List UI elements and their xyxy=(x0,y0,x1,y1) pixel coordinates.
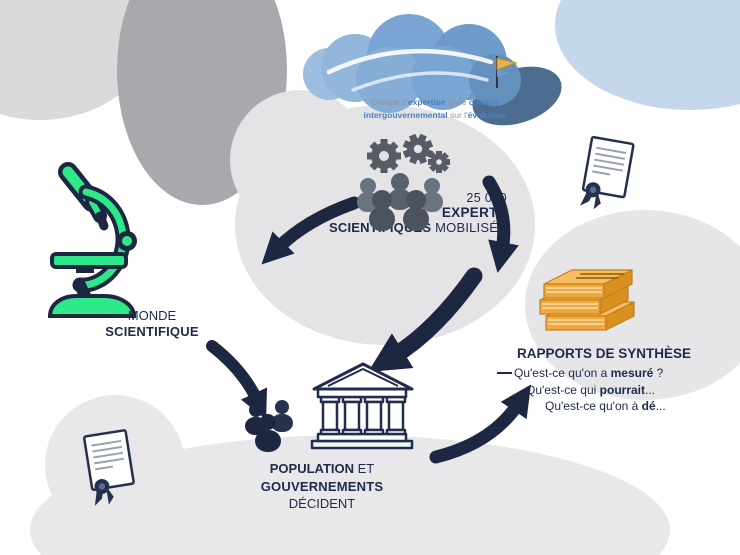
citizens-people-icon xyxy=(245,400,293,452)
text-line: SCIENTIFIQUE xyxy=(105,324,199,339)
text-segment: Groupe d' xyxy=(370,97,408,107)
text-line: DÉCIDENT xyxy=(288,496,356,511)
science-world-label: MONDE SCIENTIFIQUE xyxy=(96,308,208,340)
text-segment: MOBILISÉS xyxy=(431,220,507,235)
text-segment: ... xyxy=(645,382,656,397)
blob-bottom xyxy=(30,435,670,555)
text-segment: et de xyxy=(445,97,469,107)
reports-stack-icon xyxy=(539,269,635,331)
text-segment: sur l' xyxy=(447,110,468,121)
giec-subtitle-line1: Groupe d'expertise et de conseil xyxy=(332,96,537,109)
blob-top-left xyxy=(0,0,155,120)
flags-icon xyxy=(496,56,518,88)
text-segment: Qu'est-ce qu'on à xyxy=(545,399,642,413)
crowd-silhouettes xyxy=(357,173,443,231)
certificate-icon xyxy=(580,135,635,210)
blob-blue-top-right xyxy=(555,0,740,110)
text-line: MONDE xyxy=(127,308,177,323)
arrow-population-to-reports xyxy=(429,384,531,464)
text-line: GOUVERNEMENTS xyxy=(260,478,384,494)
experts-word: EXPERTS xyxy=(441,205,507,220)
certificate-icon xyxy=(82,429,135,506)
blob-center-left xyxy=(230,90,370,230)
government-building-icon xyxy=(310,362,414,450)
text-segment: intergouvernemental xyxy=(363,110,448,121)
text-segment: dé xyxy=(641,399,656,413)
arrow-science-to-population xyxy=(206,340,268,420)
reports-questions: Qu'est-ce qu'on a mesuré ? Qu'est-ce qui… xyxy=(514,365,666,415)
text-segment: évolution xyxy=(467,110,506,121)
question-line: Qu'est-ce qu'on à dé... xyxy=(514,398,666,415)
giec-subtitle: Groupe d'expertise et de conseil intergo… xyxy=(332,96,537,122)
experts-people-icon xyxy=(357,133,450,231)
text-segment: Qu'est-ce qu'on a xyxy=(514,366,611,380)
text-segment: ? xyxy=(653,366,664,380)
gears-icon xyxy=(367,133,450,173)
population-label: POPULATION ET GOUVERNEMENTS DÉCIDENT xyxy=(238,460,406,513)
text-segment: pourrait xyxy=(599,382,646,397)
arrow-center-to-government xyxy=(367,267,483,373)
text-line: POPULATION ET xyxy=(238,460,406,478)
text-segment: ... xyxy=(655,399,666,413)
text-segment: conseil xyxy=(468,97,499,107)
microscope-icon xyxy=(47,162,137,318)
reports-title: RAPPORTS DE SYNTHÈSE xyxy=(516,346,692,361)
cloud-swoosh-2 xyxy=(351,71,489,92)
connector-line xyxy=(497,372,512,374)
text-segment: expertise xyxy=(407,97,446,107)
arrow-experts-down xyxy=(482,175,519,273)
text-segment: mesuré xyxy=(610,366,654,380)
text-segment: POPULATION xyxy=(269,461,355,476)
arrow-cloud-to-science xyxy=(261,196,361,265)
cloud-swoosh xyxy=(326,48,494,75)
giec-cloud-logo xyxy=(303,14,562,126)
text-segment: ET xyxy=(354,461,375,476)
question-line: Qu'est-ce qu'on a mesuré ? xyxy=(514,365,666,382)
text-segment: Qu'est-ce qui xyxy=(526,382,600,397)
question-line: Qu'est-ce qui pourrait... xyxy=(514,382,666,399)
giec-subtitle-line2: intergouvernemental sur l'évolution xyxy=(332,109,537,122)
